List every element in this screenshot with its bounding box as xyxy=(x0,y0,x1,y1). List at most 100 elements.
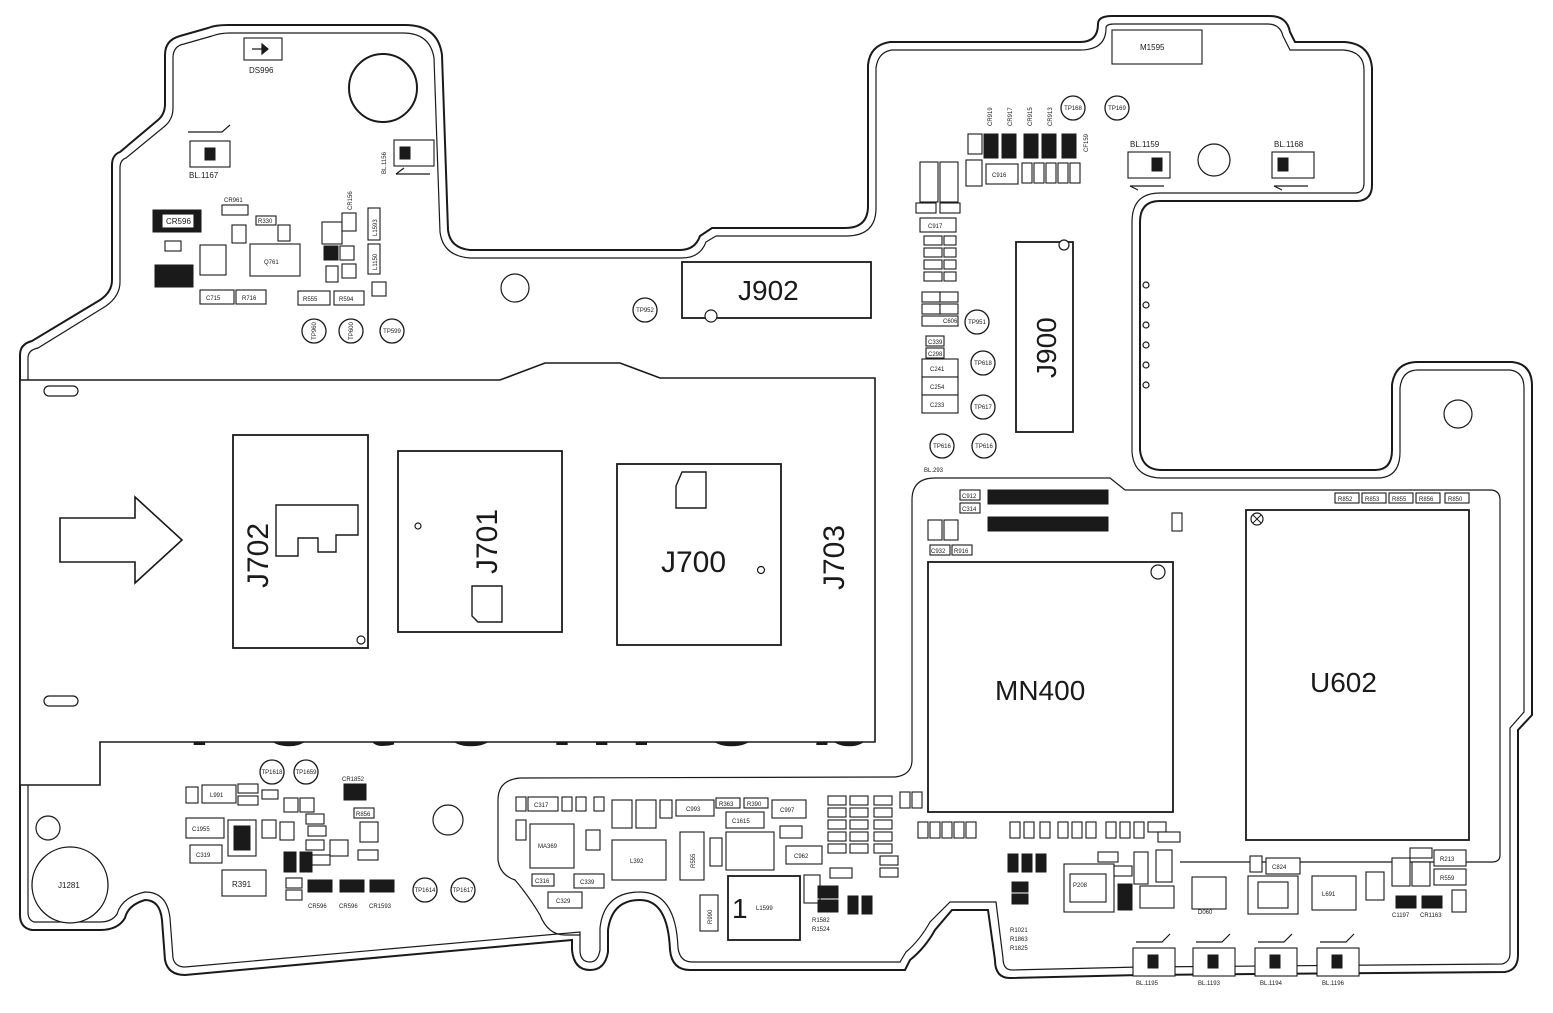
cap-part xyxy=(943,519,959,541)
j900-pin1 xyxy=(1058,239,1070,251)
bl1193-pad xyxy=(1192,933,1236,977)
r1582-label: R1582 xyxy=(812,918,830,924)
r363-part xyxy=(715,797,741,809)
diode-pair xyxy=(1007,853,1047,905)
test-point-label: TP1618 xyxy=(261,770,283,776)
test-point-label: TP168 xyxy=(1064,106,1082,112)
cap-part xyxy=(1249,855,1263,873)
pad-square xyxy=(399,146,411,160)
c993-part xyxy=(675,799,715,817)
r555b-label: R555 xyxy=(691,853,697,868)
test-point: TP616 xyxy=(929,433,955,459)
cap-part xyxy=(341,263,357,279)
l691-label: L691 xyxy=(1322,892,1336,898)
c993-label: C993 xyxy=(686,807,701,813)
transistor-body xyxy=(1069,873,1107,903)
pin1-marker xyxy=(756,565,766,575)
mounting-hole-large xyxy=(348,53,418,123)
test-point: TP1614 xyxy=(412,877,438,903)
diode-part xyxy=(1117,883,1133,911)
inductor-part xyxy=(725,831,775,871)
diode-part xyxy=(1139,885,1175,909)
c339-label: C339 xyxy=(580,880,595,886)
r916-part xyxy=(951,544,973,556)
r990-part xyxy=(699,894,719,932)
board-outline-inner xyxy=(27,23,1525,971)
c962-label: C962 xyxy=(794,854,809,860)
r990-label: R990 xyxy=(708,909,714,924)
test-point-pad xyxy=(293,759,319,785)
bl1193-label: BL.1193 xyxy=(1198,981,1221,987)
l1150-label: L1150 xyxy=(373,253,379,270)
c606-label: C606 xyxy=(943,319,958,325)
cr156-label: CR156 xyxy=(348,191,354,210)
ma369-label: MA369 xyxy=(538,844,558,850)
c962-part xyxy=(785,845,823,865)
passive-cluster xyxy=(185,783,379,901)
pad-square xyxy=(204,147,216,161)
test-point-pad xyxy=(1060,95,1086,121)
c912-part xyxy=(959,489,981,501)
c329-label: C329 xyxy=(556,899,571,905)
diode-part xyxy=(1421,895,1443,909)
diode-pair xyxy=(817,885,873,915)
r391-label: R391 xyxy=(232,880,252,889)
l1599-pin-label: 1 xyxy=(732,893,748,924)
c997-part xyxy=(771,799,807,819)
c916-label: C916 xyxy=(992,173,1007,179)
mn400-label: MN400 xyxy=(995,675,1085,706)
d060-label: D060 xyxy=(1198,910,1213,916)
test-point: TP951 xyxy=(964,309,990,335)
mounting-hole xyxy=(1443,399,1473,429)
bl1194-pad xyxy=(1254,933,1298,977)
test-point-pad xyxy=(450,877,476,903)
test-point: TP600 xyxy=(338,318,364,344)
r390-label: R390 xyxy=(747,802,762,808)
c1197-label: C1197 xyxy=(1392,913,1410,919)
cap-part xyxy=(277,224,291,242)
diode-part xyxy=(339,245,355,261)
j700-label: J700 xyxy=(661,546,726,579)
test-point: TP1659 xyxy=(293,759,319,785)
c912-label: C912 xyxy=(962,494,977,500)
test-point-pad xyxy=(379,318,405,344)
q761-label: Q761 xyxy=(264,260,279,266)
c298-label: C298 xyxy=(928,352,943,358)
c932-label: C932 xyxy=(931,549,946,555)
shield-right-rail xyxy=(497,500,913,936)
l991-part xyxy=(201,784,237,804)
cap-part xyxy=(1155,849,1173,883)
passive-row xyxy=(915,159,1081,214)
cr596a-label: CR596 xyxy=(308,904,327,910)
cr1852-label: CR1852 xyxy=(342,777,365,783)
r1021-label: R1021 xyxy=(1010,928,1028,934)
cap-part xyxy=(1171,512,1183,532)
l392-part xyxy=(611,839,667,881)
ic-part xyxy=(199,244,227,276)
test-point: TP960 xyxy=(301,318,327,344)
r213-label: R213 xyxy=(1440,857,1455,863)
r916-label: R916 xyxy=(954,549,969,555)
bl1195-pad xyxy=(1132,933,1176,977)
mounting-hole xyxy=(500,273,530,303)
c298-part xyxy=(925,347,945,359)
test-point: TP617 xyxy=(970,394,996,420)
r856-label: R856 xyxy=(1419,497,1434,503)
cr-diode-group xyxy=(967,133,1077,159)
cap-part xyxy=(927,519,943,541)
c932-part xyxy=(929,544,951,556)
cap-part xyxy=(321,221,343,245)
board-outline xyxy=(19,15,1533,980)
c241-label: C241 xyxy=(930,367,945,373)
passive-row-mn400 xyxy=(917,821,1181,843)
l392-label: L392 xyxy=(630,859,644,865)
passive-cluster xyxy=(515,796,853,904)
slot-hole xyxy=(43,695,79,707)
j1281-connector xyxy=(31,846,109,924)
pin1-cross-icon xyxy=(1252,514,1262,524)
test-point-pad xyxy=(929,433,955,459)
j702-cutout xyxy=(275,504,359,557)
c339-part xyxy=(573,873,605,889)
r390-part xyxy=(743,797,769,809)
